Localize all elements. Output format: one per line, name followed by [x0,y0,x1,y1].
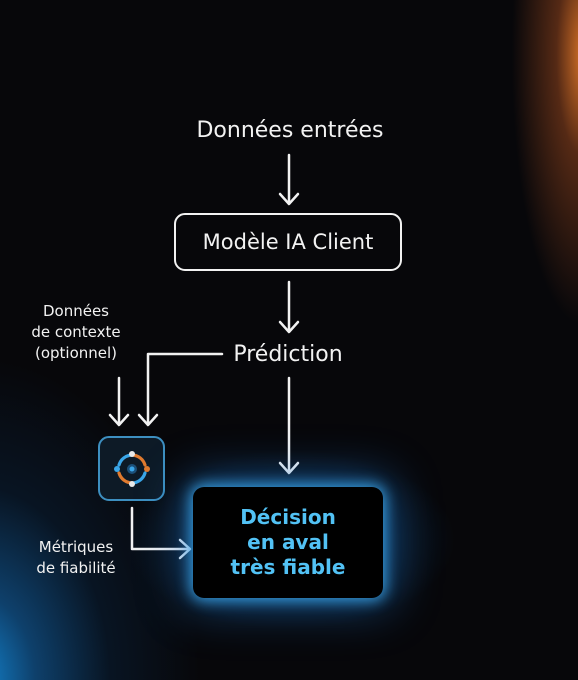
people-circle-logo-icon [113,450,150,487]
downstream-decision-box: Décision en aval très fiable [193,487,383,598]
client-ai-model-label: Modèle IA Client [202,230,374,254]
arrowhead-prediction-to-decision [278,461,300,475]
arrowhead-context-to-tool [108,413,130,427]
arrowhead-input-to-model [278,192,300,206]
input-data-label: Données entrées [196,118,384,143]
arrowhead-prediction-to-tool [137,413,159,427]
client-ai-model-box: Modèle IA Client [174,213,402,271]
decision-label-line-2: en aval [247,530,329,554]
reliability-tool-box [98,436,165,501]
prediction-label: Prédiction [233,342,343,367]
context-data-label: Données de contexte (optionnel) [28,301,124,364]
arrowhead-model-to-prediction [278,320,300,334]
reliability-metrics-label: Métriques de fiabilité [24,537,128,579]
context-label-line-2: de contexte [31,323,121,341]
context-label-line-3: (optionnel) [34,344,118,362]
metrics-label-line-1: Métriques [38,538,114,556]
arrowhead-tool-to-decision [178,538,192,560]
context-label-line-1: Données [42,302,109,320]
decision-label-line-1: Décision [240,505,336,529]
arrow-tool-to-decision [130,506,191,551]
arrow-prediction-to-tool [146,352,224,426]
decision-label-line-3: très fiable [230,555,346,579]
metrics-label-line-2: de fiabilité [36,559,116,577]
